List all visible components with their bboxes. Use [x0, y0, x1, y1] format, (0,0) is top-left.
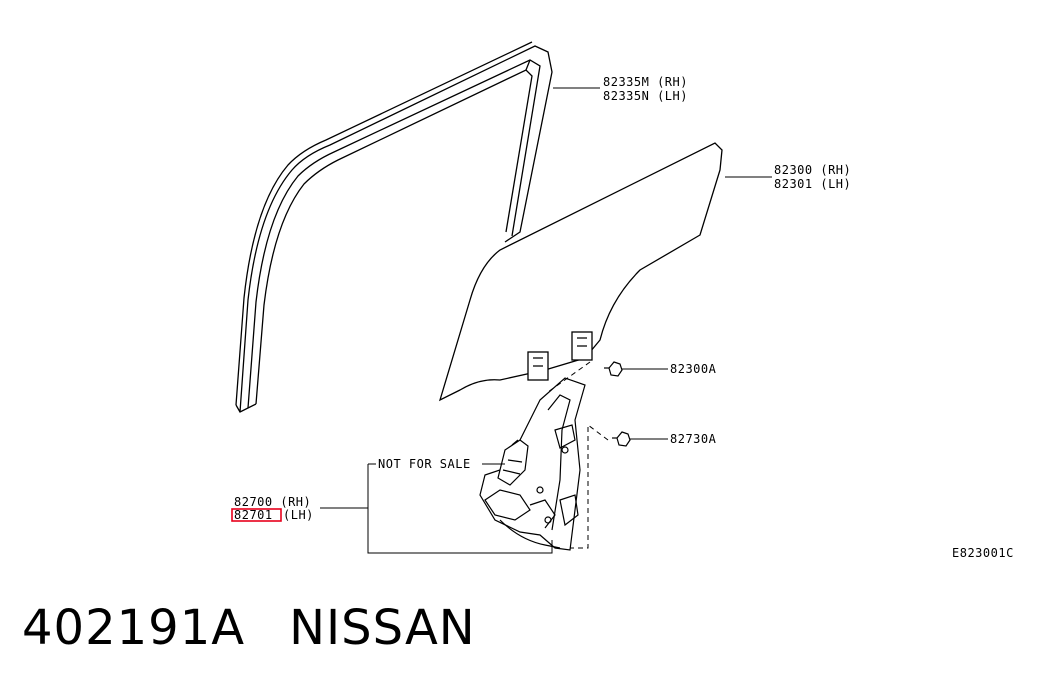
door-glass-drawing [438, 142, 723, 402]
part-number: 402191A [22, 600, 246, 656]
label-regulator-lh-side: (LH) [283, 508, 314, 522]
footer-part-code: 402191A NISSAN [22, 598, 520, 658]
label-regulator-lh-part: 82701 [234, 508, 273, 522]
bolt-82730a-icon [612, 431, 631, 447]
label-sash-rh: 82335M (RH) [603, 75, 688, 89]
label-bolt-82300a: 82300A [670, 362, 717, 376]
bolt-reference-lines [547, 361, 609, 549]
highlight-box [231, 508, 282, 522]
leader-lines [320, 87, 772, 554]
label-regulator-rh: 82700 (RH) [234, 495, 311, 509]
label-sash-lh: 82335N (LH) [603, 89, 688, 103]
label-bolt-82730a: 82730A [670, 432, 717, 446]
label-glass-rh: 82300 (RH) [774, 163, 851, 177]
window-sash-drawing [235, 41, 553, 413]
window-regulator-drawing [479, 377, 586, 551]
bolt-82300a-icon [604, 361, 623, 377]
label-not-for-sale: NOT FOR SALE [378, 457, 471, 471]
label-glass-lh: 82301 (LH) [774, 177, 851, 191]
brand-name: NISSAN [289, 600, 476, 656]
label-figure-code: E823001C [952, 546, 1014, 560]
